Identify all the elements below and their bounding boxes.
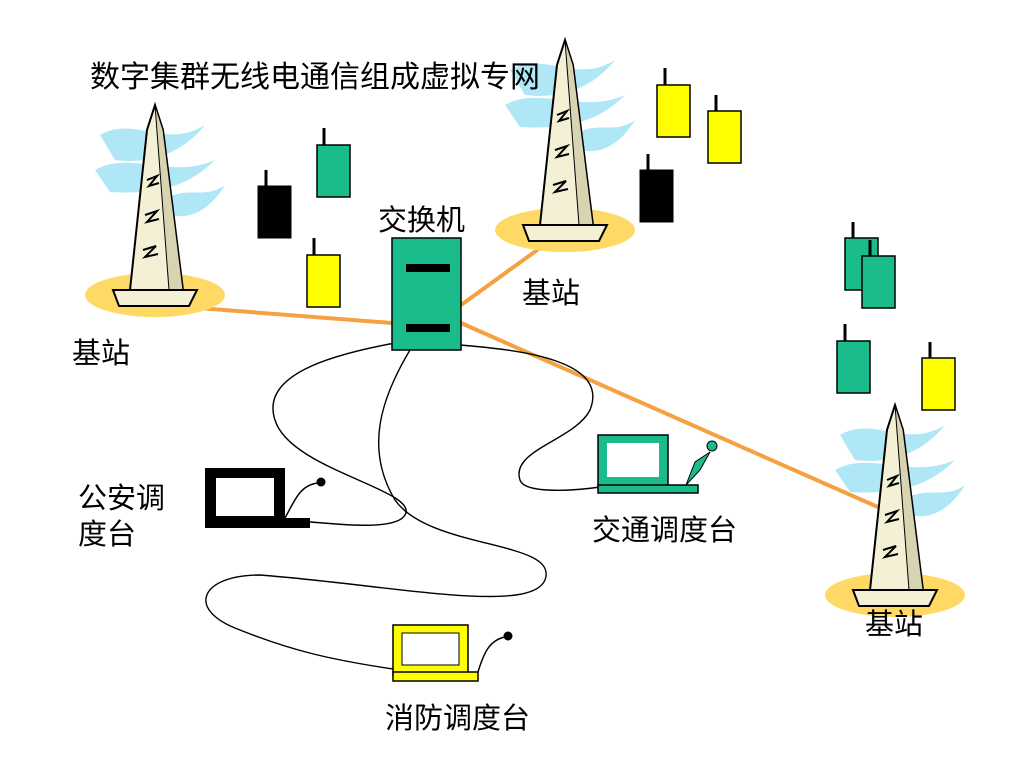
cable-traffic (459, 344, 601, 491)
cable-police (272, 342, 407, 526)
radio-icon (257, 170, 292, 239)
tower-icon-left (84, 104, 226, 318)
console-cables (205, 342, 601, 671)
radio-icon (707, 95, 742, 164)
fire-console-label: 消防调度台 (385, 701, 531, 735)
fire-console-icon (392, 624, 513, 682)
radio-icon (836, 324, 871, 394)
traffic-console-label: 交通调度台 (592, 513, 738, 547)
radio-icon (306, 238, 341, 308)
link-top-base (459, 246, 542, 307)
base-station-label-top: 基站 (522, 276, 581, 310)
radio-icon (861, 240, 896, 309)
radio-handsets (257, 68, 956, 411)
base-station-label-left: 基站 (72, 336, 131, 370)
radio-icon (921, 342, 956, 411)
cable-fire (205, 349, 547, 671)
police-console-icon (205, 468, 326, 528)
radio-icon (639, 154, 674, 223)
police-console-label: 公安调度台 (78, 481, 166, 551)
radio-icon (656, 68, 691, 138)
diagram-title: 数字集群无线电通信组成虚拟专网 (90, 60, 540, 95)
traffic-console-icon (597, 434, 718, 494)
switch-label: 交换机 (378, 203, 466, 237)
radio-icon (316, 128, 351, 198)
link-right-base (460, 321, 881, 510)
tower-icon-right (824, 404, 966, 618)
switch-icon (391, 237, 462, 351)
base-station-label-right: 基站 (865, 607, 924, 641)
